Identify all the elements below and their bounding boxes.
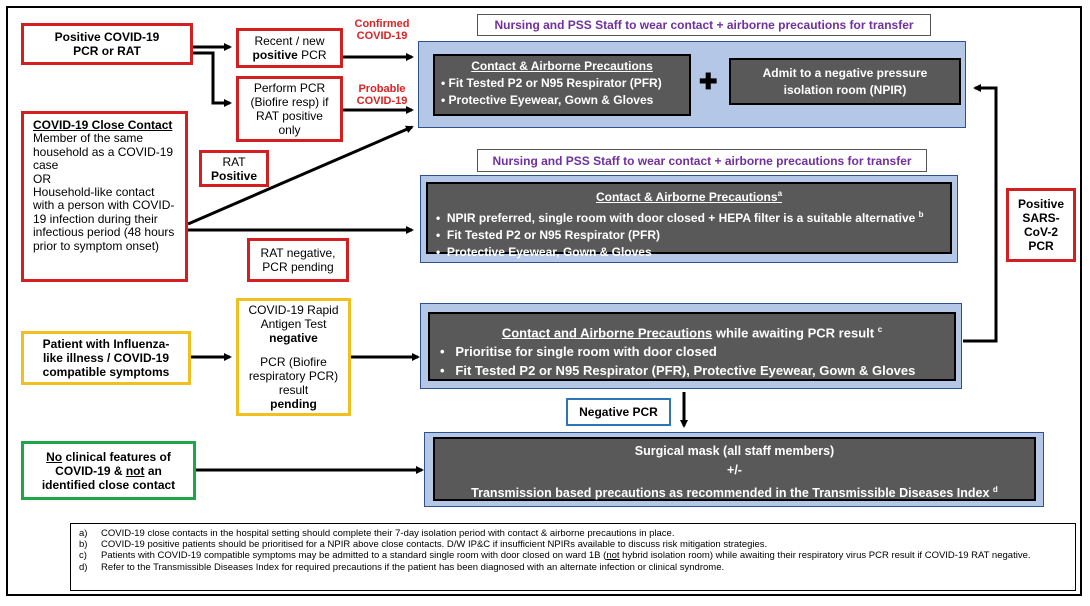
panel1-npir: Admit to a negative pressure isolation r… bbox=[729, 58, 961, 105]
rat-positive-box: RAT Positive bbox=[199, 150, 269, 187]
panel4-precautions: Surgical mask (all staff members) +/- Tr… bbox=[433, 437, 1036, 501]
confirmed-covid-label: Confirmed COVID-19 bbox=[354, 18, 410, 42]
footnote-c: cPatients with COVID-19 compatible sympt… bbox=[79, 550, 1069, 561]
no-features-text: No clinical features of COVID-19 & not a… bbox=[41, 449, 176, 492]
panel1-precautions: Contact & Airborne Precautions • Fit Tes… bbox=[433, 54, 691, 116]
panel3-precautions: Contact and Airborne Precautions while a… bbox=[428, 312, 956, 381]
positive-covid-box: Positive COVID-19 PCR or RAT bbox=[21, 23, 193, 65]
panel2-title: Contact & Airborne Precautionsa bbox=[595, 189, 783, 204]
perform-pcr-text: Perform PCR (Biofire resp) if RAT positi… bbox=[250, 81, 329, 137]
rapid-test-box: COVID-19 Rapid Antigen Test negative PCR… bbox=[236, 298, 351, 416]
rat-positive-line2: Positive bbox=[210, 168, 258, 183]
panel2-item2: • Fit Tested P2 or N95 Respirator (PFR) bbox=[436, 228, 661, 242]
close-contact-title: COVID-19 Close Contact bbox=[33, 118, 173, 132]
positive-sars-box: Positive SARS-CoV-2 PCR bbox=[1006, 188, 1076, 262]
close-contact-line3: Household-like contact with a person wit… bbox=[33, 185, 175, 253]
transfer-header-top: Nursing and PSS Staff to wear contact + … bbox=[477, 14, 931, 36]
panel3-item1: • Prioritise for single room with door c… bbox=[440, 344, 717, 360]
close-contact-box: COVID-19 Close Contact Member of the sam… bbox=[21, 111, 188, 282]
arrow-panel3-to-positive bbox=[963, 84, 998, 343]
positive-sars-text: Positive SARS-CoV-2 PCR bbox=[1017, 197, 1065, 253]
ili-text: Patient with Influenza-like illness / CO… bbox=[42, 337, 170, 379]
positive-covid-line2: PCR or RAT bbox=[73, 44, 141, 58]
close-contact-line2: OR bbox=[33, 171, 51, 186]
rapid-test-line2: PCR (Biofire respiratory PCR) result bbox=[248, 355, 339, 397]
rat-negative-text: RAT negative, PCR pending bbox=[260, 246, 336, 274]
positive-covid-line1: Positive COVID-19 bbox=[54, 30, 160, 44]
recent-pcr-box: Recent / new positive PCR bbox=[236, 28, 343, 68]
panel4-line2: +/- bbox=[727, 463, 742, 477]
npir-text: Admit to a negative pressure isolation r… bbox=[762, 65, 928, 97]
panel1-title: Contact & Airborne Precautions bbox=[471, 59, 653, 73]
panel4-line1: Surgical mask (all staff members) bbox=[634, 444, 835, 458]
panel4-line3: Transmission based precautions as recomm… bbox=[471, 485, 998, 501]
panel2-item3: • Protective Eyewear, Gown & Gloves bbox=[436, 245, 652, 259]
probable-covid-label: Probable COVID-19 bbox=[356, 83, 408, 107]
outer-frame bbox=[6, 6, 1082, 596]
panel2-item1: • NPIR preferred, single room with door … bbox=[436, 210, 924, 225]
rapid-test-line1: COVID-19 Rapid Antigen Test bbox=[248, 303, 339, 331]
panel2-precautions: Contact & Airborne Precautionsa • NPIR p… bbox=[426, 182, 952, 259]
rat-positive-line1: RAT bbox=[222, 154, 246, 169]
rapid-test-negative: negative bbox=[269, 331, 318, 345]
no-features-box: No clinical features of COVID-19 & not a… bbox=[21, 441, 196, 500]
close-contact-line1: Member of the same household as a COVID-… bbox=[33, 131, 174, 173]
perform-pcr-box: Perform PCR (Biofire resp) if RAT positi… bbox=[236, 76, 343, 142]
ili-box: Patient with Influenza-like illness / CO… bbox=[21, 331, 191, 385]
arrow-contact-to-panel1 bbox=[187, 125, 414, 226]
panel3-item2: • Fit Tested P2 or N95 Respirator (PFR),… bbox=[440, 363, 916, 379]
arrow-positive-to-perform bbox=[193, 51, 232, 107]
negative-pcr-text: Negative PCR bbox=[579, 405, 658, 419]
transfer-header-second: Nursing and PSS Staff to wear contact + … bbox=[477, 149, 927, 172]
recent-pcr-line1: Recent / new bbox=[254, 34, 325, 48]
recent-pcr-line2: positive PCR bbox=[252, 48, 327, 62]
rapid-test-pending: pending bbox=[270, 397, 317, 411]
negative-pcr-box: Negative PCR bbox=[566, 398, 671, 426]
panel1-item2: • Protective Eyewear, Gown & Gloves bbox=[441, 93, 654, 107]
plus-icon: ✚ bbox=[699, 69, 718, 94]
panel1-item1: • Fit Tested P2 or N95 Respirator (PFR) bbox=[441, 76, 662, 90]
panel3-title: Contact and Airborne Precautions while a… bbox=[501, 325, 883, 341]
rat-negative-box: RAT negative, PCR pending bbox=[247, 238, 349, 282]
footnote-d: dRefer to the Transmissible Diseases Ind… bbox=[79, 562, 1069, 573]
footnote-b: bCOVID-19 positive patients should be pr… bbox=[79, 539, 1069, 550]
